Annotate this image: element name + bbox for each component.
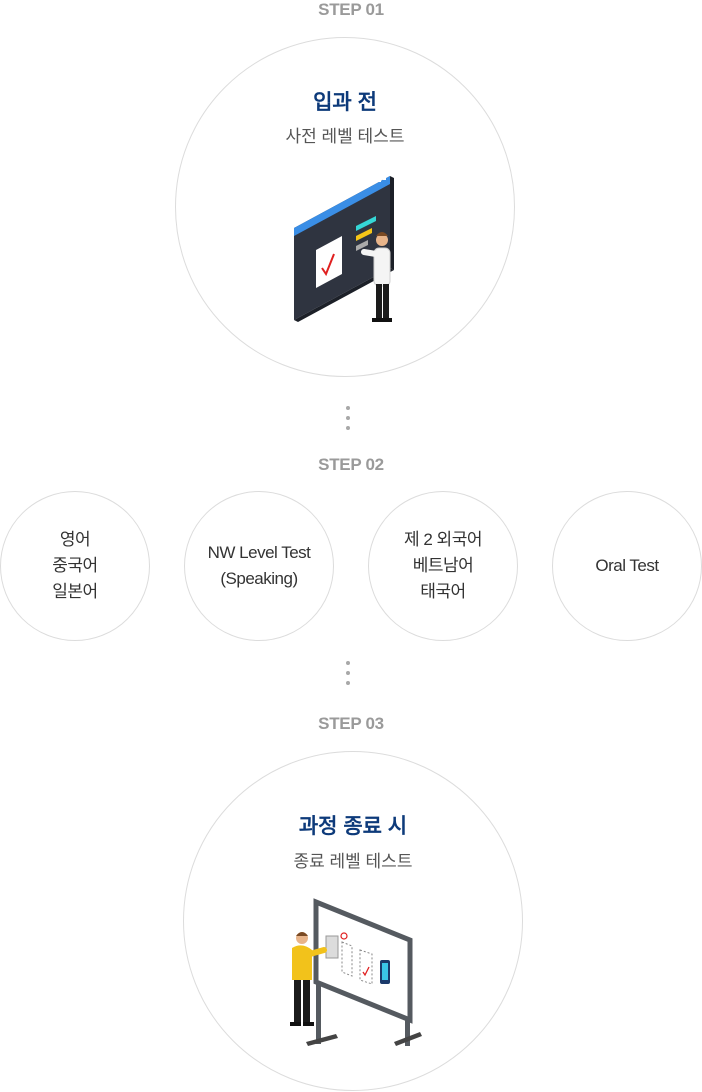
language-circle-3-line-1: 제 2 외국어 (404, 530, 482, 549)
language-circle-2-line-1: NW Level Test (207, 543, 311, 562)
step-01-circle: 입과 전 사전 레벨 테스트 (175, 37, 515, 377)
language-circle-4: Oral Test (552, 491, 702, 641)
language-circle-1: 영어 중국어 일본어 (0, 491, 150, 641)
language-circle-1-line-1: 영어 (59, 530, 91, 549)
step-03-subtitle: 종료 레벨 테스트 (293, 852, 413, 871)
language-circle-3: 제 2 외국어 베트남어 태국어 (368, 491, 518, 641)
step-03-label: STEP 03 (318, 714, 384, 733)
whiteboard-illustration (290, 898, 422, 1046)
connector-dots-1 (346, 406, 350, 436)
language-circle-2-line-2: (Speaking) (220, 569, 298, 588)
language-circle-3-line-2: 베트남어 (412, 556, 474, 575)
step-02-label: STEP 02 (318, 455, 384, 474)
language-circle-2: NW Level Test (Speaking) (184, 491, 334, 641)
language-circle-4-line-1: Oral Test (595, 556, 659, 575)
step-01-title: 입과 전 (313, 91, 377, 114)
language-circle-3-line-3: 태국어 (420, 582, 466, 601)
language-circle-1-line-2: 중국어 (52, 556, 98, 575)
presentation-board-illustration (294, 176, 394, 322)
step-01-label: STEP 01 (318, 0, 384, 19)
language-circle-1-line-3: 일본어 (52, 582, 98, 601)
connector-dots-2 (346, 661, 350, 691)
step-01-subtitle: 사전 레벨 테스트 (285, 127, 405, 146)
step-03-circle: 과정 종료 시 종료 레벨 테스트 (183, 751, 523, 1091)
step-03-title: 과정 종료 시 (298, 815, 408, 838)
